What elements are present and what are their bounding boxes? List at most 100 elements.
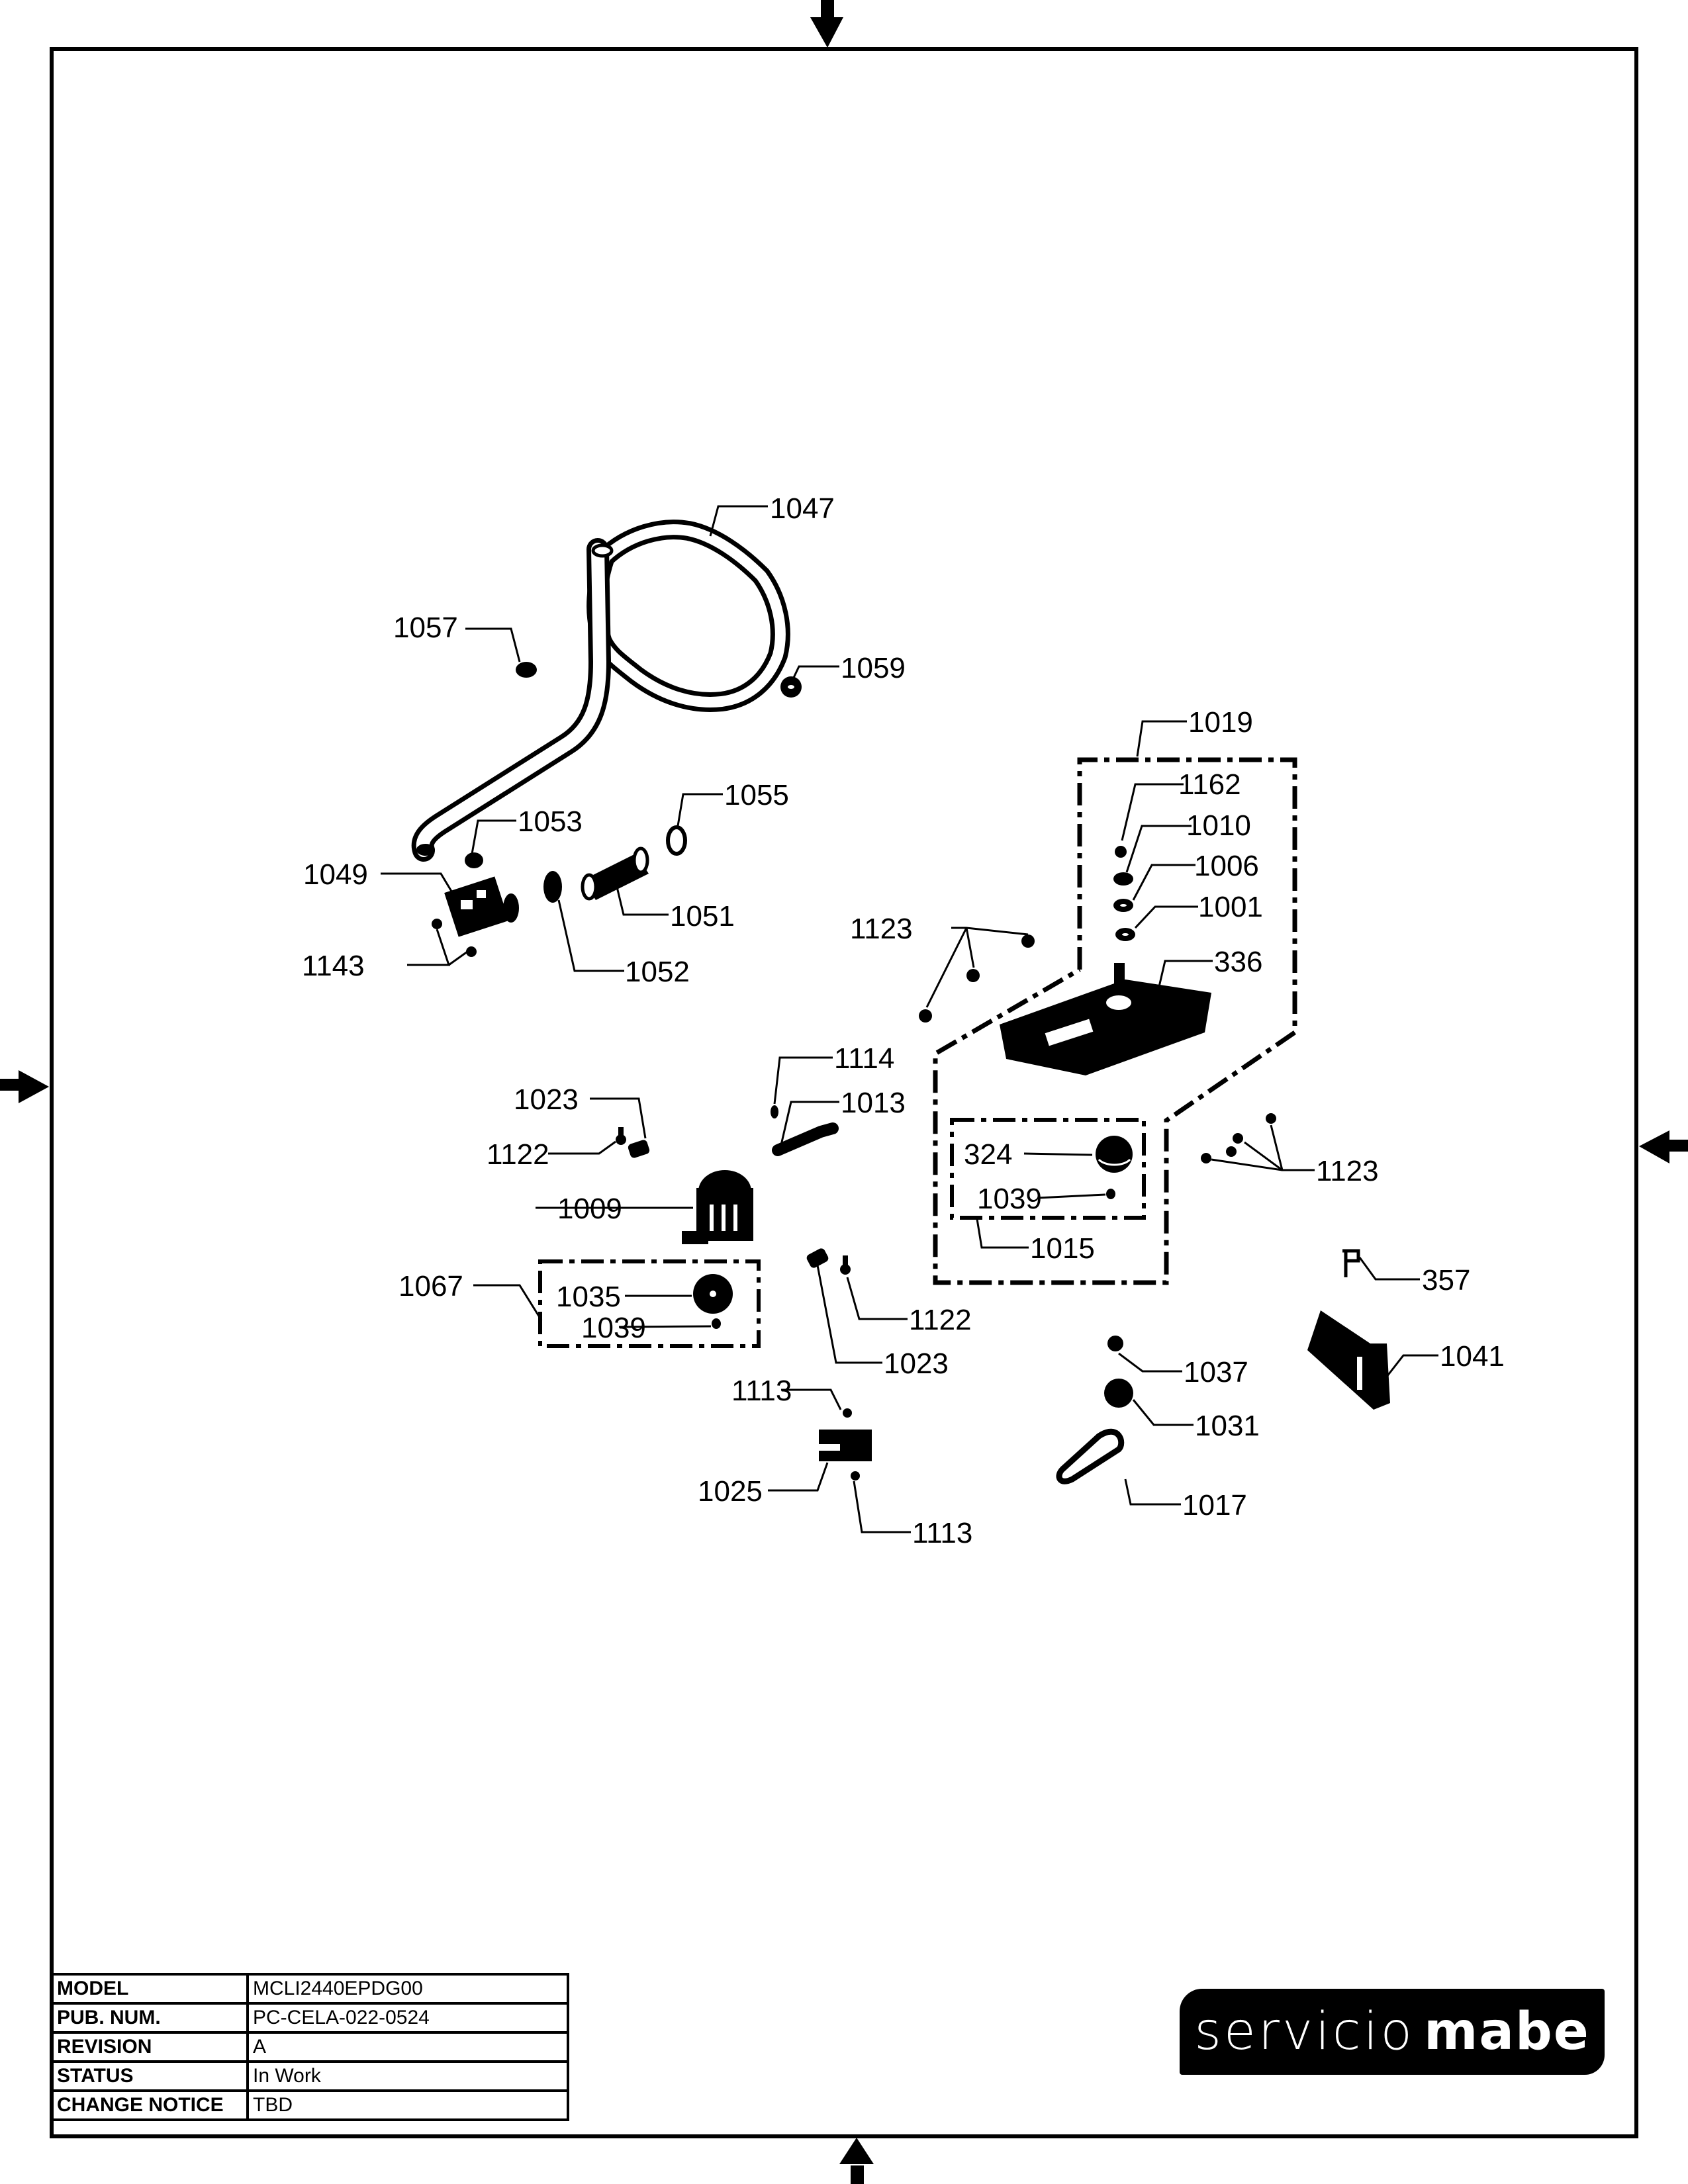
callout-357: 357 — [1422, 1264, 1470, 1297]
callout-1001: 1001 — [1198, 891, 1263, 923]
title-block-value: MCLI2440EPDG00 — [246, 1973, 569, 2005]
callout-1122-right: 1122 — [909, 1304, 972, 1336]
logo-light-text: servicio — [1194, 2002, 1415, 2062]
callout-1113-upper: 1113 — [731, 1375, 792, 1407]
part-nut-1039-upper — [1106, 1189, 1115, 1199]
callout-1025: 1025 — [698, 1475, 763, 1508]
callout-1023-right: 1023 — [884, 1347, 949, 1380]
title-block-value: TBD — [246, 2089, 569, 2121]
part-screw-1122-left — [616, 1127, 626, 1145]
callout-324: 324 — [964, 1138, 1012, 1171]
title-block-row: REVISION A — [50, 2031, 569, 2063]
part-clip-1053 — [465, 852, 483, 868]
part-screw-1122-right — [840, 1255, 851, 1275]
callout-1051: 1051 — [670, 900, 735, 933]
callout-336: 336 — [1214, 946, 1262, 978]
title-block-value: PC-CELA-022-0524 — [246, 2002, 569, 2034]
part-clip-1023-left — [628, 1140, 650, 1158]
part-transmission-336 — [1000, 963, 1211, 1075]
callout-1114: 1114 — [834, 1042, 894, 1075]
callout-1039-upper: 1039 — [977, 1183, 1042, 1215]
callout-1037: 1037 — [1184, 1356, 1248, 1388]
callout-1113-lower: 1113 — [912, 1517, 972, 1549]
part-impeller-1035 — [693, 1274, 733, 1314]
assembly-boundary-1015 — [950, 1118, 1146, 1220]
title-block-value: In Work — [246, 2060, 569, 2092]
part-washer-1010 — [1113, 872, 1133, 886]
part-pulley-324 — [1096, 1136, 1133, 1173]
center-mark-top-icon — [810, 0, 843, 48]
callout-1123-left: 1123 — [850, 913, 913, 945]
part-seal-1052 — [543, 871, 562, 903]
callout-1162: 1162 — [1178, 768, 1241, 801]
assembly-boundary-1019 — [933, 757, 1297, 1285]
leader-lines — [381, 505, 1438, 1533]
center-mark-bottom-icon — [839, 2138, 874, 2184]
callout-1010: 1010 — [1186, 809, 1251, 842]
part-clip-357 — [1342, 1249, 1360, 1277]
title-block-row: CHANGE NOTICE TBD — [50, 2089, 569, 2121]
callout-1143: 1143 — [302, 950, 365, 982]
callout-1035: 1035 — [556, 1281, 621, 1313]
callout-1006: 1006 — [1194, 850, 1259, 882]
callout-1067: 1067 — [399, 1270, 463, 1302]
center-mark-right-icon — [1639, 1130, 1688, 1163]
part-hose-1051 — [581, 846, 649, 901]
callout-1009: 1009 — [557, 1193, 622, 1225]
part-pulley-1031 — [1104, 1379, 1133, 1408]
part-belt-1017 — [1056, 1428, 1125, 1484]
callout-labels: 1047 1057 1059 1019 1162 1010 1006 1001 … — [302, 492, 1505, 1549]
center-mark-left-icon — [0, 1070, 49, 1103]
part-valve-1049 — [444, 876, 519, 937]
callout-1059: 1059 — [841, 652, 906, 684]
sheet-border — [50, 47, 1638, 2138]
callout-1057: 1057 — [393, 612, 458, 644]
title-block-value: A — [246, 2031, 569, 2063]
part-sensor-1114 — [771, 1105, 778, 1118]
part-harness-1013 — [772, 1122, 839, 1156]
title-block: MODEL MCLI2440EPDG00 PUB. NUM. PC-CELA-0… — [50, 1973, 569, 2121]
part-clip-1057 — [516, 662, 537, 678]
callout-1055: 1055 — [724, 779, 789, 811]
part-pump-motor-1009 — [682, 1170, 753, 1244]
part-washer-1001 — [1115, 928, 1135, 941]
part-screws-1123-right — [1201, 1113, 1276, 1163]
servicio-mabe-logo: servicio mabe — [1180, 1989, 1605, 2075]
callout-1052: 1052 — [625, 956, 690, 988]
logo-bold-text: mabe — [1424, 2002, 1590, 2062]
callout-1039-lower: 1039 — [581, 1312, 646, 1344]
part-cap-1037 — [1107, 1336, 1123, 1351]
part-gasket-1059 — [780, 676, 802, 698]
callout-1041: 1041 — [1440, 1340, 1505, 1373]
callout-1019: 1019 — [1188, 706, 1253, 739]
callout-1015: 1015 — [1030, 1232, 1095, 1265]
part-screws-1123-left — [919, 934, 1035, 1023]
callout-1031: 1031 — [1195, 1410, 1260, 1442]
title-block-key: STATUS — [50, 2060, 249, 2092]
callout-1047: 1047 — [770, 492, 835, 525]
part-screws-1143 — [432, 919, 477, 957]
assembly-boundary-1067 — [538, 1259, 761, 1348]
title-block-row: PUB. NUM. PC-CELA-022-0524 — [50, 2002, 569, 2034]
callout-1123-right: 1123 — [1316, 1155, 1379, 1187]
part-bolt-1162 — [1115, 846, 1127, 858]
callout-1053: 1053 — [518, 805, 583, 838]
part-drain-hose-1047 — [411, 520, 790, 862]
callout-1122-left: 1122 — [487, 1138, 549, 1171]
part-valve-1025 — [819, 1408, 872, 1480]
title-block-row: STATUS In Work — [50, 2060, 569, 2092]
title-block-key: CHANGE NOTICE — [50, 2089, 249, 2121]
part-nut-1039-lower — [712, 1318, 721, 1329]
part-clip-1023-right — [806, 1248, 829, 1268]
callout-1017: 1017 — [1182, 1489, 1247, 1522]
part-clamp-1055 — [666, 825, 687, 856]
part-cover-1041 — [1307, 1310, 1390, 1410]
part-washer-1006 — [1113, 899, 1133, 912]
title-block-key: MODEL — [50, 1973, 249, 2005]
title-block-key: PUB. NUM. — [50, 2002, 249, 2034]
callout-1013: 1013 — [841, 1087, 906, 1119]
callout-1049: 1049 — [303, 858, 368, 891]
title-block-key: REVISION — [50, 2031, 249, 2063]
callout-1023-left: 1023 — [514, 1083, 579, 1116]
